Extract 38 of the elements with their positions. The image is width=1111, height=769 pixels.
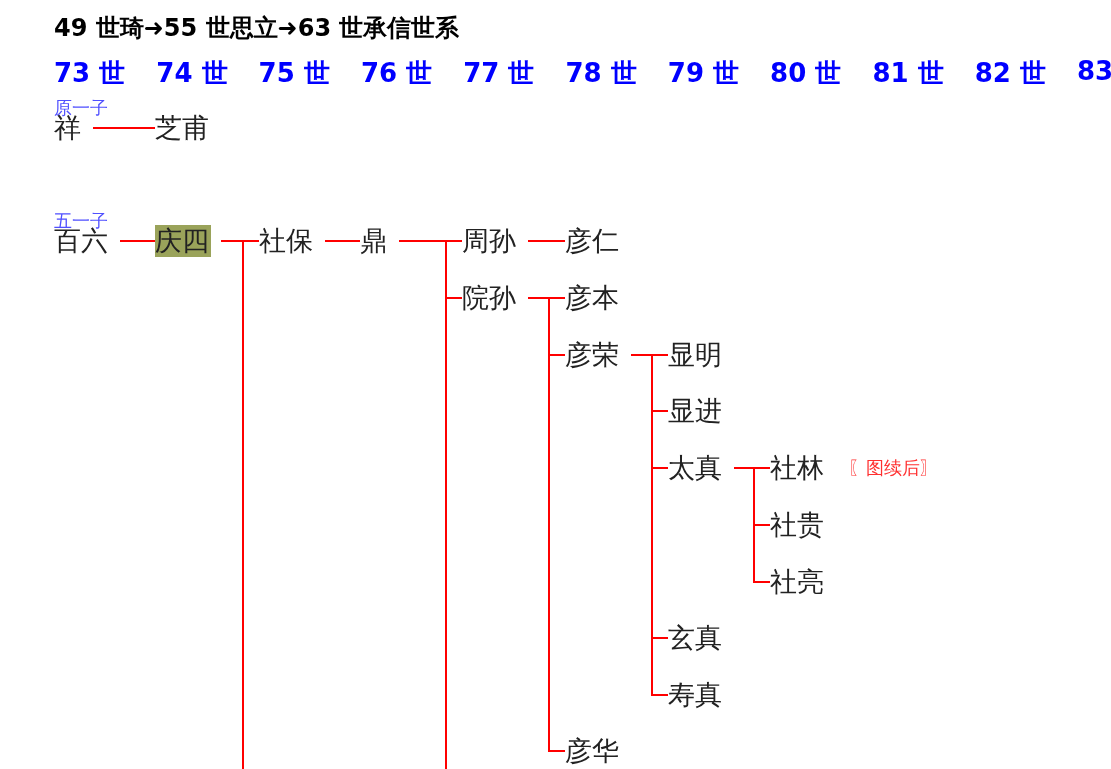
person-name: 鼎 xyxy=(360,224,399,258)
title: 49 世琦➜55 世思立➜63 世承信世系 xyxy=(54,13,460,44)
generation-label: 73 世 xyxy=(54,57,126,90)
generation-label: 75 世 xyxy=(258,57,330,90)
connector-line xyxy=(527,297,566,752)
person-name: 寿真 xyxy=(668,678,734,712)
person-name: 彦华 xyxy=(565,734,631,768)
connector-line xyxy=(119,240,156,242)
generation-label: 79 世 xyxy=(667,57,740,90)
generation-label: 80 世 xyxy=(770,57,842,90)
person-name: 社保 xyxy=(259,224,325,258)
person-name: 社林 xyxy=(770,451,836,485)
connector-line xyxy=(324,240,361,242)
generation-label: 83 xyxy=(1077,56,1111,86)
person-name: 显明 xyxy=(668,338,734,372)
connector-line xyxy=(92,127,156,129)
person-name: 彦荣 xyxy=(565,338,631,372)
generation-label: 81 世 xyxy=(872,57,944,90)
person-name: 社贵 xyxy=(770,508,836,542)
generation-label: 78 世 xyxy=(565,57,637,90)
person-name: 周孙 xyxy=(462,224,528,258)
connector-line xyxy=(527,240,566,242)
generation-label: 76 世 xyxy=(360,57,433,90)
generation-label: 74 世 xyxy=(156,57,228,90)
person-name: 社亮 xyxy=(770,565,836,599)
annotation: 〖图续后〗 xyxy=(848,458,938,478)
person-name: 显进 xyxy=(668,394,734,428)
connector-line xyxy=(733,467,771,583)
connector-line xyxy=(630,354,669,696)
generation-label: 77 世 xyxy=(463,57,535,90)
generation-label: 82 世 xyxy=(974,57,1046,90)
person-name: 玄真 xyxy=(668,621,734,655)
person-name: 芝甫 xyxy=(155,111,221,145)
connector-line xyxy=(398,240,447,769)
person-name: 彦仁 xyxy=(565,224,631,258)
person-name: 彦本 xyxy=(565,281,631,315)
person-name: 太真 xyxy=(668,451,734,485)
person-name: 院孙 xyxy=(462,281,528,315)
